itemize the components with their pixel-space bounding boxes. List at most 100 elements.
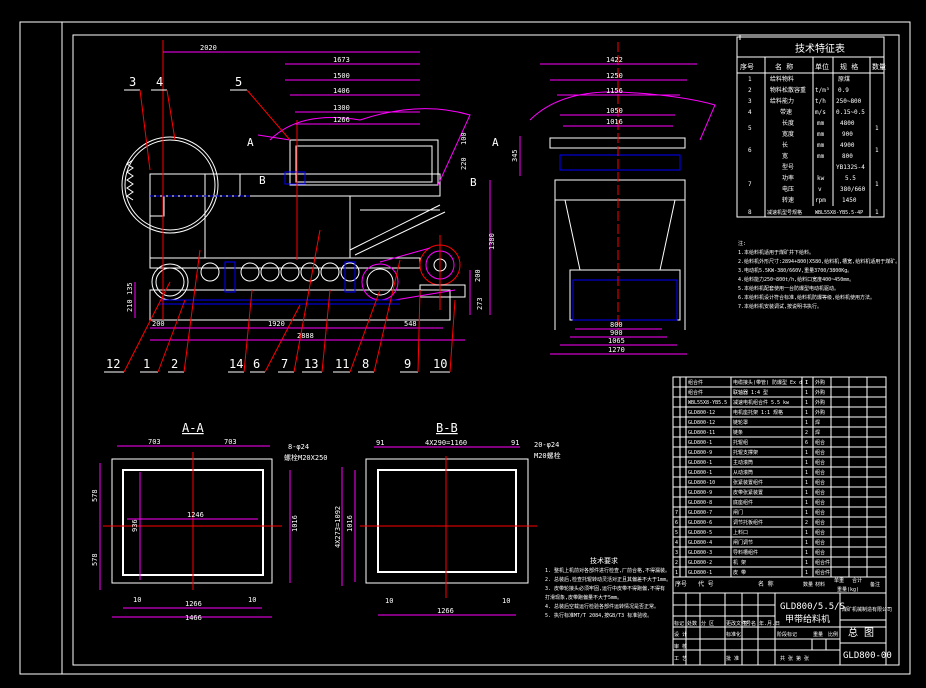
part-balloons-top: 3 4 5 [124, 75, 291, 171]
svg-text:2: 2 [805, 520, 808, 526]
svg-text:1: 1 [805, 550, 808, 556]
svg-text:组合: 组合 [815, 529, 825, 536]
svg-text:闸门调节: 闸门调节 [733, 539, 753, 546]
aa-dim-1466: 1466 [185, 614, 202, 622]
dim-220: 220 [460, 157, 468, 170]
bb-dim-1016: 1016 [346, 515, 354, 532]
svg-text:组合: 组合 [815, 489, 825, 496]
svg-text:5.本给料机配套使用一台防爆型电动机驱动。: 5.本给料机配套使用一台防爆型电动机驱动。 [738, 285, 839, 292]
svg-text:1. 整机上机前对各部件进行检查,厂前合格,不得漏装。: 1. 整机上机前对各部件进行检查,厂前合格,不得漏装。 [545, 567, 670, 574]
svg-text:从动滚筒: 从动滚筒 [733, 469, 753, 476]
svg-text:6: 6 [748, 147, 752, 154]
svg-text:6: 6 [675, 520, 678, 526]
svg-text:GLD800-1: GLD800-1 [688, 440, 712, 446]
svg-text:组合件: 组合件 [815, 559, 830, 566]
aa-dim-1266: 1266 [185, 600, 202, 608]
svg-text:1: 1 [875, 125, 879, 132]
svg-text:外购: 外购 [815, 379, 825, 386]
title-block-grid [672, 576, 887, 666]
svg-text:组合: 组合 [815, 539, 825, 546]
main-front-view: 2020 1673 1500 1406 1300 1266 100 220 13… [104, 40, 499, 373]
svg-text:共 张 第 张: 共 张 第 张 [780, 655, 809, 662]
svg-text:标准化: 标准化 [726, 631, 741, 638]
svg-text:皮带张紧装置: 皮带张紧装置 [733, 489, 763, 496]
svg-text:组合: 组合 [815, 439, 825, 446]
tech-header-qty: 数量 [872, 62, 886, 71]
svg-text:组合: 组合 [815, 459, 825, 466]
svg-text:2: 2 [805, 430, 808, 436]
aa-dim-1016: 1016 [291, 515, 299, 532]
svg-text:3: 3 [748, 98, 752, 105]
svg-text:5: 5 [748, 125, 752, 132]
svg-text:材料: 材料 [815, 581, 825, 588]
svg-text:1: 1 [805, 410, 808, 416]
dim-1266: 1266 [333, 116, 350, 124]
svg-text:联轴器 1:4 型: 联轴器 1:4 型 [733, 389, 768, 396]
dim-2888: 2888 [297, 332, 314, 340]
svg-text:电机座托架 1:1 规格: 电机座托架 1:1 规格 [733, 409, 783, 416]
svg-text:1: 1 [805, 380, 808, 386]
aa-dim-1246: 1246 [187, 511, 204, 519]
aa-dim-578-bottom: 578 [91, 553, 99, 566]
svg-text:1: 1 [805, 390, 808, 396]
svg-text:型号: 型号 [782, 163, 794, 171]
svg-text:GLD800-7: GLD800-7 [688, 510, 712, 516]
svg-text:4800: 4800 [840, 120, 855, 127]
svg-text:张紧装置组件: 张紧装置组件 [733, 479, 763, 486]
svg-text:1: 1 [675, 570, 678, 576]
notes-title: 注: [738, 240, 746, 247]
svg-text:审 核: 审 核 [674, 643, 687, 650]
svg-text:WBL55X8-YB5.5-4P: WBL55X8-YB5.5-4P [815, 210, 863, 216]
svg-text:序号: 序号 [675, 580, 687, 588]
svg-text:5. 执行标准MT/T 2084,按GB/T3 标准验收。: 5. 执行标准MT/T 2084,按GB/T3 标准验收。 [545, 612, 652, 619]
svg-text:1.本给料机适用于煤矿井下给料。: 1.本给料机适用于煤矿井下给料。 [738, 249, 814, 256]
side-dim-345: 345 [511, 149, 519, 162]
svg-text:GLD800-3: GLD800-3 [688, 550, 712, 556]
dim-273: 273 [476, 297, 484, 310]
svg-text:合计: 合计 [852, 577, 862, 584]
dim-200: 200 [152, 320, 165, 328]
svg-text:4900: 4900 [840, 142, 855, 149]
dim-210: 210 [126, 299, 134, 312]
balloon-2: 2 [171, 357, 178, 371]
svg-text:电压: 电压 [782, 185, 794, 193]
svg-text:外购: 外购 [815, 409, 825, 416]
svg-text:mm: mm [817, 142, 825, 149]
side-dim-1422: 1422 [606, 56, 623, 64]
balloon-11: 11 [335, 357, 349, 371]
bb-dim-91-right: 91 [511, 439, 519, 447]
svg-text:4: 4 [748, 109, 752, 116]
svg-text:焊: 焊 [815, 419, 820, 426]
svg-text:数量: 数量 [803, 581, 813, 588]
model-number: GLD800/5.5/S [780, 602, 845, 612]
svg-text:0.15~0.5: 0.15~0.5 [836, 109, 865, 116]
svg-text:5: 5 [675, 530, 678, 536]
svg-text:250~800: 250~800 [836, 98, 862, 105]
svg-text:链轮罩: 链轮罩 [733, 419, 748, 426]
svg-text:1: 1 [805, 530, 808, 536]
aa-dim-703-left: 703 [148, 438, 161, 446]
svg-text:闸门: 闸门 [733, 509, 743, 516]
dim-1500: 1500 [333, 72, 350, 80]
title-block-labels: 标记 处数 分 区 更改文件号 签 名 年.月.日 设 计 标准化 审 核 工 … [674, 620, 838, 662]
svg-text:皮 带: 皮 带 [733, 569, 746, 576]
svg-text:长: 长 [782, 141, 788, 149]
svg-text:带速: 带速 [780, 108, 792, 116]
svg-text:1: 1 [805, 490, 808, 496]
svg-text:GLD800-6: GLD800-6 [688, 520, 712, 526]
bb-hole-note: 20-φ24 [534, 441, 559, 449]
svg-text:1: 1 [805, 450, 808, 456]
svg-text:7: 7 [675, 510, 678, 516]
aa-bolt-note: 螺栓M20X250 [284, 453, 328, 462]
svg-text:重量: 重量 [813, 631, 823, 638]
svg-text:焊: 焊 [815, 429, 820, 436]
svg-text:组合: 组合 [815, 479, 825, 486]
side-view: 1422 1250 1156 1050 1016 345 800 900 106… [511, 42, 716, 355]
svg-text:1450: 1450 [842, 197, 857, 204]
svg-text:WBL55X8-YB5.5: WBL55X8-YB5.5 [688, 400, 727, 406]
svg-text:4.给料能力250~800t/h,给料口宽度400~450m: 4.给料能力250~800t/h,给料口宽度400~450mm。 [738, 276, 854, 283]
svg-text:物料松散容重: 物料松散容重 [770, 86, 806, 94]
side-dim-1016: 1016 [606, 118, 623, 126]
dim-1673: 1673 [333, 56, 350, 64]
